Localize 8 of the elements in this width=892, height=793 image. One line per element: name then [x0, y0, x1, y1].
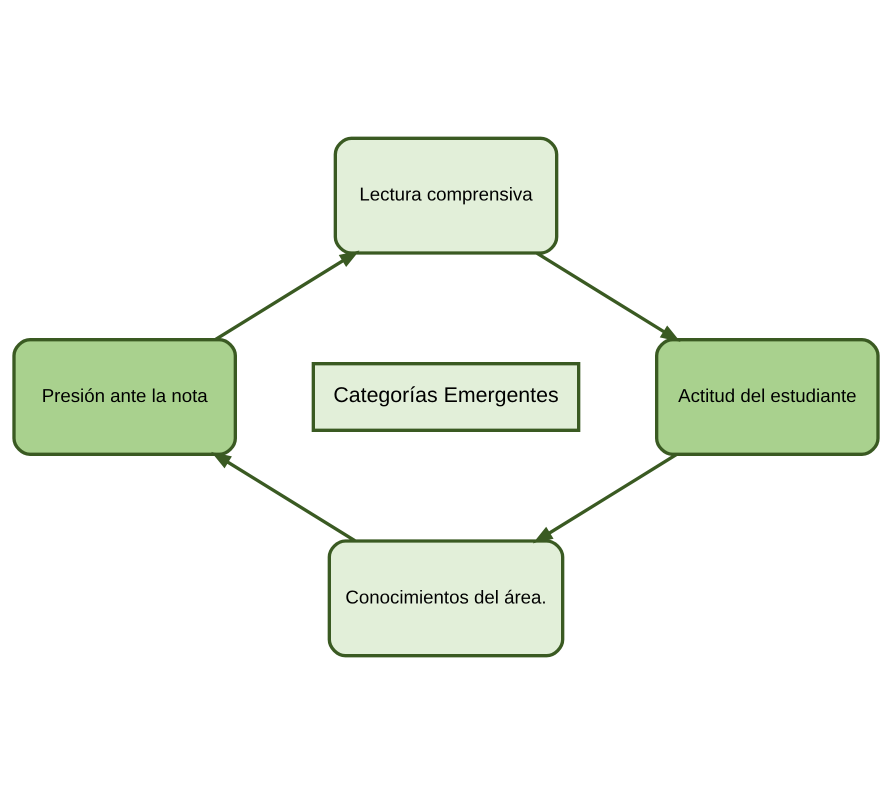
arrow	[211, 451, 356, 542]
arrow	[214, 250, 360, 340]
node-box: Lectura comprensiva	[334, 136, 558, 254]
node-box: Actitud del estudiante	[655, 338, 880, 456]
node-box: Conocimientos del área.	[328, 538, 564, 657]
arrow	[532, 452, 678, 543]
node-box: Categorías Emergentes	[312, 362, 580, 432]
node-box: Presión ante la nota	[12, 338, 237, 456]
